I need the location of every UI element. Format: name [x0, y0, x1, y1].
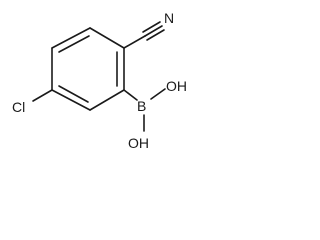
nitrile-triple-bond-2: [146, 29, 165, 41]
nitrile-group: N: [123, 10, 174, 49]
boron-label: B: [137, 98, 146, 114]
ring-bond-top-right: [89, 27, 125, 49]
nitrogen-label: N: [164, 10, 174, 26]
ring-to-chlorine-bond: [32, 89, 53, 102]
hydroxyl-upper-label: OH: [166, 78, 187, 94]
ring-to-boron-bond: [123, 89, 138, 101]
benzene-ring: [51, 27, 125, 111]
ring-bond-top: [51, 27, 91, 49]
nitrile-triple-bond-1: [144, 25, 163, 37]
boron-to-upper-oh-bond: [150, 88, 166, 100]
hydroxyl-lower-label: OH: [128, 135, 149, 151]
boronic-acid-group: B OH OH: [123, 78, 187, 151]
chlorine-label: Cl: [12, 99, 25, 115]
chloro-group: Cl: [12, 89, 53, 115]
ring-bond-bottom-right: [89, 89, 125, 111]
ring-double-bond-top: [58, 35, 90, 53]
ring-to-nitrile-carbon-bond: [123, 35, 146, 49]
chemical-structure: N Cl B OH OH: [12, 10, 187, 151]
nitrile-triple-bond-3: [142, 21, 161, 33]
ring-bond-bottom-left: [51, 89, 91, 111]
ring-double-bond-bottom-left: [58, 85, 89, 103]
